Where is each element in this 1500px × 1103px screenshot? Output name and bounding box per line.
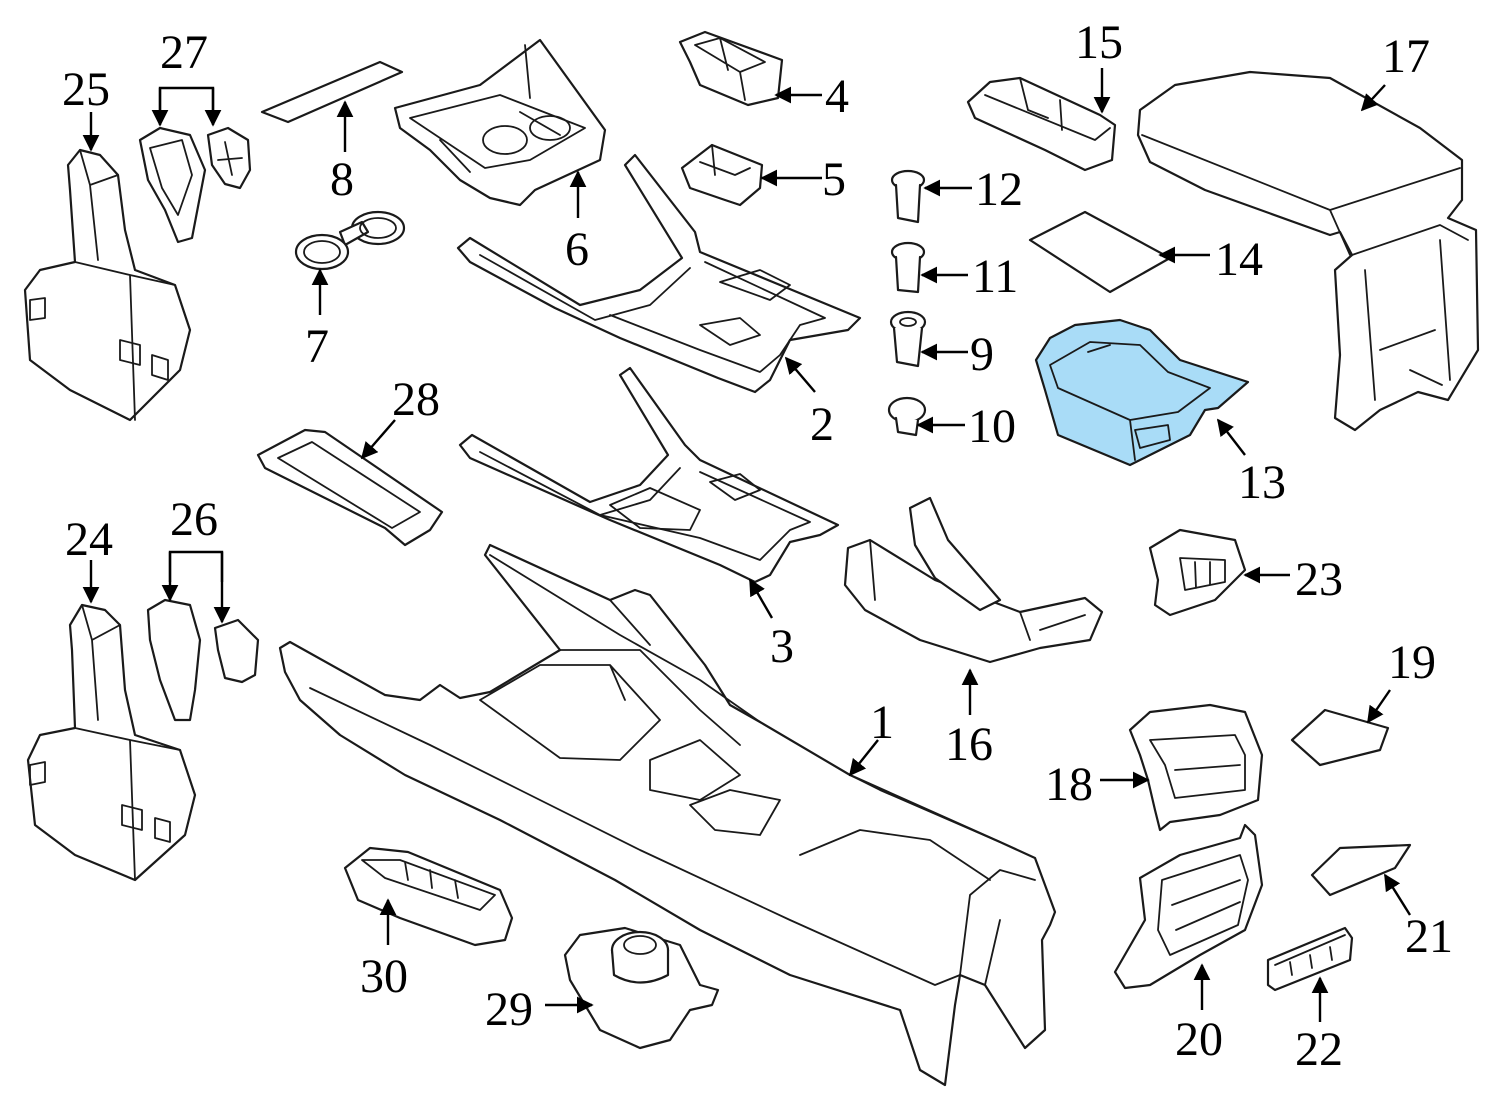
callout-12: 12 — [975, 163, 1023, 216]
part-19-pad[interactable] — [1290, 708, 1390, 767]
callout-2: 2 — [810, 398, 834, 451]
callout-16: 16 — [945, 718, 993, 771]
part-11-plug[interactable] — [890, 241, 926, 294]
part-2-console-trim-upper[interactable] — [456, 153, 862, 394]
part-17-armrest[interactable] — [1136, 70, 1480, 432]
callout-18: 18 — [1045, 758, 1093, 811]
part-10-plug[interactable] — [887, 396, 927, 437]
callout-6: 6 — [565, 223, 589, 276]
callout-24: 24 — [65, 513, 113, 566]
part-14-pad[interactable] — [1028, 210, 1172, 294]
callout-17: 17 — [1382, 30, 1430, 83]
part-18-vent-housing[interactable] — [1128, 703, 1264, 832]
part-8-strip[interactable] — [260, 60, 404, 124]
callout-20: 20 — [1175, 1013, 1223, 1066]
part-5-clip[interactable] — [680, 143, 764, 207]
callout-7: 7 — [305, 320, 329, 373]
callout-28: 28 — [392, 373, 440, 426]
part-30-switch-panel[interactable] — [343, 846, 514, 947]
callout-14: 14 — [1215, 233, 1263, 286]
callout-21: 21 — [1405, 910, 1453, 963]
callout-19: 19 — [1388, 636, 1436, 689]
part-15-bracket[interactable] — [966, 76, 1117, 172]
callout-25: 25 — [62, 63, 110, 116]
callout-10: 10 — [968, 400, 1016, 453]
part-12-plug[interactable] — [890, 169, 926, 224]
callout-labels: 1 2 3 4 5 6 7 8 9 10 11 12 13 14 15 16 1… — [62, 16, 1453, 1076]
callout-23: 23 — [1295, 553, 1343, 606]
callout-1: 1 — [870, 696, 894, 749]
part-1-center-console[interactable] — [278, 543, 1057, 1087]
callout-29: 29 — [485, 983, 533, 1036]
part-21-pad[interactable] — [1310, 843, 1412, 897]
part-9-plug[interactable] — [889, 310, 927, 368]
part-22-small-bracket[interactable] — [1266, 926, 1354, 992]
part-6-cupholder-tray[interactable] — [393, 38, 607, 207]
callout-27: 27 — [160, 26, 208, 79]
part-3-console-trim-lower[interactable] — [458, 366, 840, 584]
leader-arrows — [82, 68, 1412, 1022]
part-13-storage-bin[interactable] — [1034, 318, 1250, 467]
part-23-vent[interactable] — [1148, 528, 1247, 617]
callout-9: 9 — [970, 328, 994, 381]
part-16-support-bracket[interactable] — [843, 496, 1104, 664]
callout-26: 26 — [170, 493, 218, 546]
part-7-cupholder-ring[interactable] — [294, 210, 406, 271]
callout-13: 13 — [1238, 456, 1286, 509]
part-4-small-bin[interactable] — [678, 30, 784, 107]
callout-8: 8 — [330, 153, 354, 206]
part-13-fill — [1034, 318, 1250, 467]
part-24-gear-shifter-lower[interactable] — [26, 603, 197, 882]
part-28-tray-insert[interactable] — [256, 428, 444, 547]
callout-15: 15 — [1075, 16, 1123, 69]
part-29-controller[interactable] — [563, 926, 720, 1050]
part-27-shifter-trims[interactable] — [138, 126, 252, 244]
callout-3: 3 — [770, 620, 794, 673]
callout-11: 11 — [972, 250, 1018, 303]
callout-4: 4 — [825, 70, 849, 123]
part-20-vent-bezel[interactable] — [1113, 823, 1264, 990]
part-25-gear-shifter-upper[interactable] — [23, 148, 192, 422]
callout-30: 30 — [360, 950, 408, 1003]
callout-22: 22 — [1295, 1023, 1343, 1076]
callout-5: 5 — [822, 153, 846, 206]
part-26-shifter-trims[interactable] — [146, 598, 260, 722]
